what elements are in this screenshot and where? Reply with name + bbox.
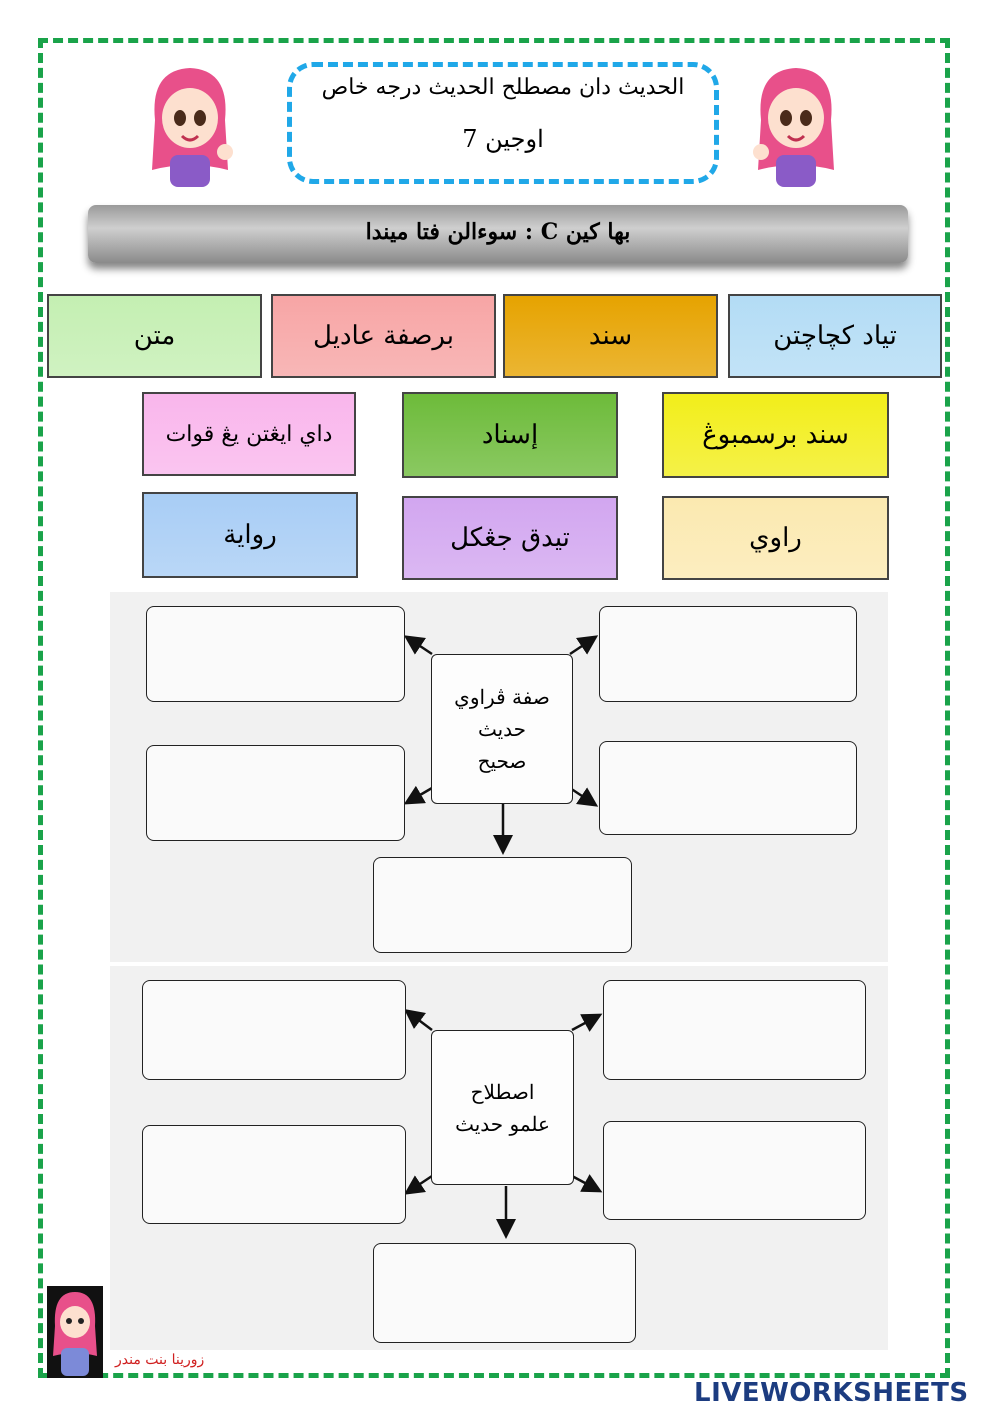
author-avatar-icon bbox=[53, 1292, 97, 1376]
diagram2-center-text: اصطلاح علمو حديث bbox=[455, 1079, 550, 1136]
word-card[interactable]: رواية bbox=[142, 492, 358, 578]
answer-box[interactable] bbox=[146, 745, 405, 841]
answer-box[interactable] bbox=[599, 741, 857, 835]
author-badge bbox=[47, 1286, 103, 1378]
liveworksheets-brand-text: LIVEWORKSHEETS bbox=[694, 1378, 969, 1408]
word-card-label: سند برسمبوڠ bbox=[702, 420, 849, 450]
title-box: الحديث دان مصطلح الحديث درجه خاص اوجين 7 bbox=[287, 62, 719, 184]
word-card[interactable]: تياد كچاچتن bbox=[728, 294, 942, 378]
word-card-label: تيدق جڠكل bbox=[450, 523, 570, 553]
word-card-label: برصفة عاديل bbox=[313, 321, 454, 351]
word-card[interactable]: داي ايڠتن يڠ قوات bbox=[142, 392, 356, 476]
answer-box[interactable] bbox=[599, 606, 857, 702]
page-border bbox=[38, 38, 950, 1378]
page-subtitle: اوجين 7 bbox=[462, 125, 544, 153]
answer-box[interactable] bbox=[373, 1243, 636, 1343]
word-card[interactable]: سند برسمبوڠ bbox=[662, 392, 889, 478]
word-card-label: إسناد bbox=[481, 420, 539, 450]
word-card-label: تياد كچاچتن bbox=[773, 321, 897, 351]
answer-box[interactable] bbox=[373, 857, 632, 953]
answer-box[interactable] bbox=[142, 1125, 406, 1224]
diagram1-center-text: صفة ڤراوي حديث صحيح bbox=[454, 685, 550, 773]
word-card[interactable]: إسناد bbox=[402, 392, 618, 478]
page-title: الحديث دان مصطلح الحديث درجه خاص bbox=[321, 75, 685, 100]
word-card-label: رواية bbox=[223, 520, 277, 550]
girl-mascot-right-icon bbox=[753, 68, 834, 187]
diagram1-center: صفة ڤراوي حديث صحيح bbox=[431, 654, 573, 804]
answer-box[interactable] bbox=[142, 980, 406, 1080]
word-card-label: سند bbox=[588, 321, 633, 351]
girl-mascot-left-icon bbox=[152, 68, 233, 187]
diagram1-arrows bbox=[403, 635, 599, 855]
word-card-label: راوي bbox=[749, 523, 802, 553]
word-card-label: متن bbox=[133, 321, 176, 351]
answer-box[interactable] bbox=[603, 1121, 866, 1220]
author-credit: زورينا بنت مندر bbox=[115, 1352, 205, 1368]
instruction-text: بها كين C : سوءالن فتا ميندا bbox=[365, 219, 631, 245]
word-card-label: داي ايڠتن يڠ قوات bbox=[165, 421, 333, 447]
answer-box[interactable] bbox=[603, 980, 866, 1080]
word-card[interactable]: متن bbox=[47, 294, 262, 378]
answer-box[interactable] bbox=[146, 606, 405, 702]
word-card[interactable]: برصفة عاديل bbox=[271, 294, 496, 378]
word-card[interactable]: تيدق جڠكل bbox=[402, 496, 618, 580]
instruction-banner: بها كين C : سوءالن فتا ميندا bbox=[88, 205, 908, 263]
word-card[interactable]: سند bbox=[503, 294, 718, 378]
liveworksheets-logo: LIVEWORKSHEETS bbox=[694, 1378, 969, 1408]
diagram2-center: اصطلاح علمو حديث bbox=[431, 1030, 574, 1185]
diagram2-arrows bbox=[403, 1009, 603, 1239]
word-card[interactable]: راوي bbox=[662, 496, 889, 580]
